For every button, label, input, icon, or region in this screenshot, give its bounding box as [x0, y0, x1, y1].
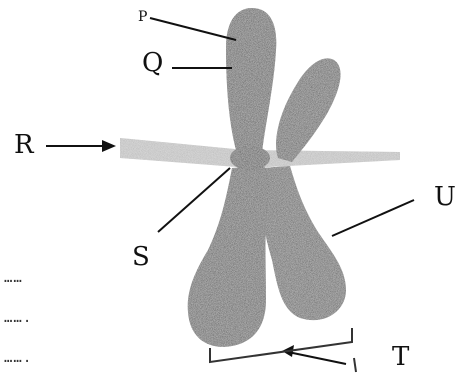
- left-chromatid: [188, 8, 277, 347]
- label-t: T: [392, 344, 409, 370]
- label-s: S: [132, 244, 150, 270]
- leader-t: [288, 352, 346, 364]
- answer-line-3: …….: [4, 350, 32, 366]
- label-r: R: [14, 132, 34, 158]
- label-u: U: [434, 184, 456, 210]
- label-q: Q: [142, 50, 163, 76]
- leader-p: [150, 18, 236, 40]
- answer-line-2: …….: [4, 310, 32, 326]
- label-p: P: [138, 10, 147, 24]
- leader-u: [332, 200, 414, 236]
- answer-line-1: ……: [4, 270, 23, 286]
- centromere: [230, 146, 270, 170]
- t-stub: [354, 358, 356, 372]
- arrow-r: [46, 140, 116, 152]
- right-chromatid: [260, 58, 346, 320]
